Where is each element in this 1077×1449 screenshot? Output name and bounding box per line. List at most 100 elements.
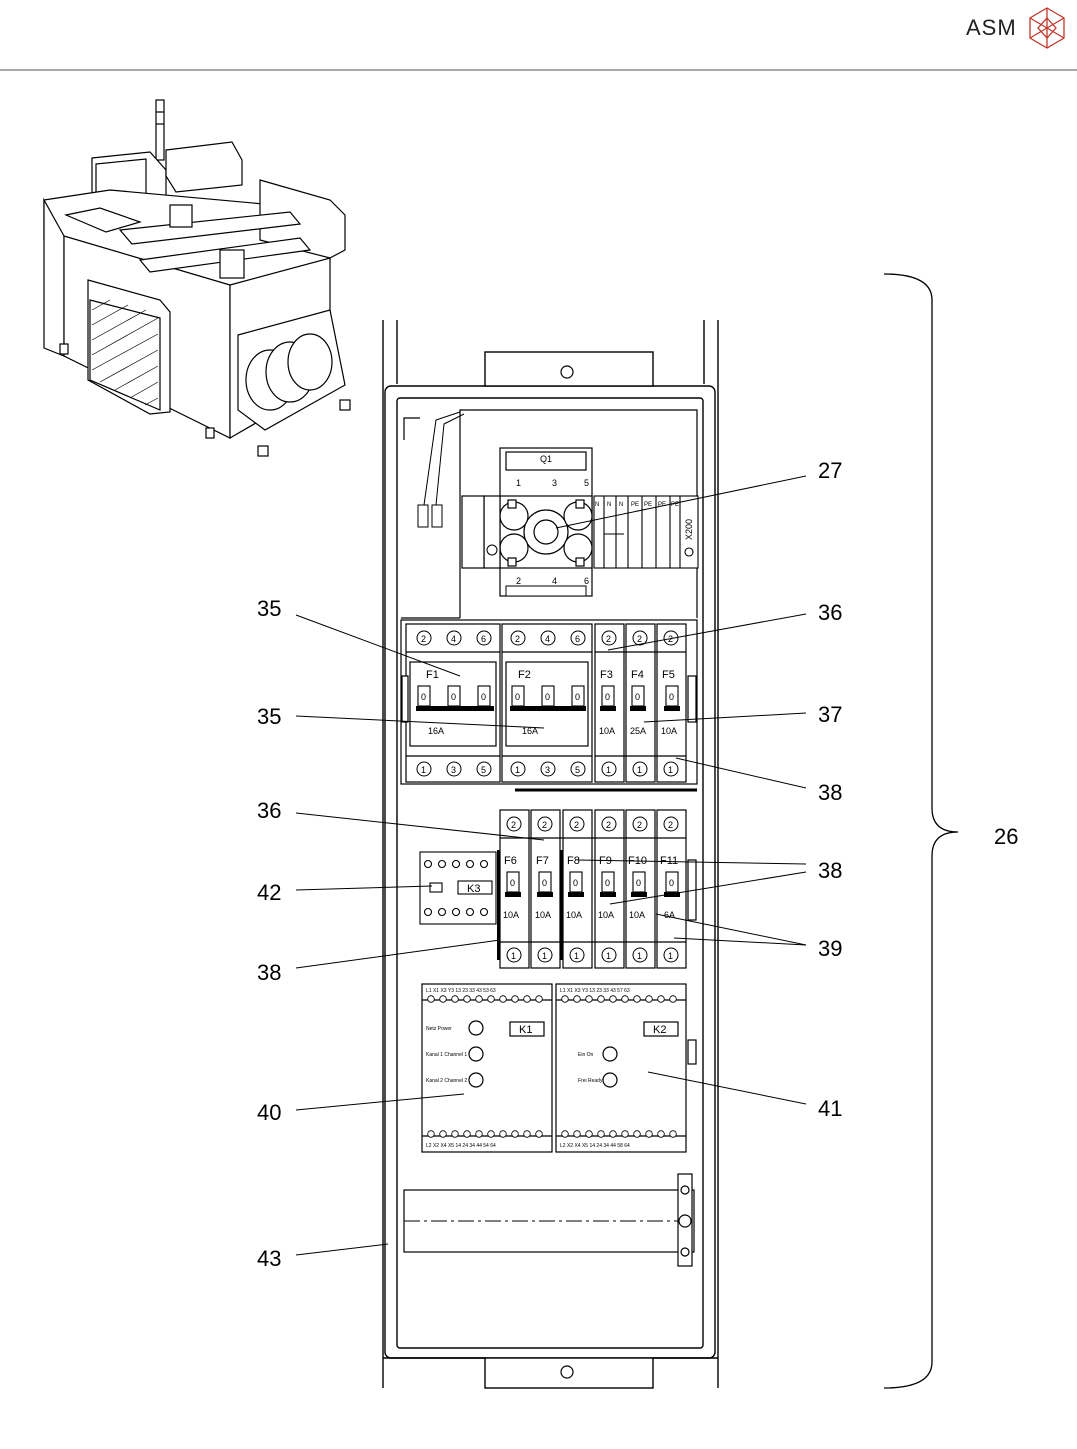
f6-pin-1: 1 <box>511 951 516 961</box>
f2-pin-2: 2 <box>515 634 520 644</box>
f1-toggle-a: 0 <box>421 692 426 702</box>
row2-handle-bars <box>497 850 680 960</box>
callout-35-lower: 35 <box>257 704 281 729</box>
breaker-f1-rating: 16A <box>428 726 444 736</box>
breaker-f9-rating: 10A <box>598 910 614 920</box>
f2-toggle-a: 0 <box>515 692 520 702</box>
main-switch-terminal-5: 5 <box>584 478 589 488</box>
relay-k2-led-ready-label: Frei Ready <box>578 1078 603 1084</box>
relay-k1-label: K1 <box>519 1024 532 1036</box>
f10-pin-2: 2 <box>637 820 642 830</box>
breaker-f6-rating: 10A <box>503 910 519 920</box>
f6-pin-2: 2 <box>511 820 516 830</box>
cabinet-hatching <box>91 299 159 406</box>
f2-pin-4: 4 <box>545 634 550 644</box>
f9-pin-1: 1 <box>606 951 611 961</box>
breaker-f7-rating: 10A <box>535 910 551 920</box>
callout-38-left: 38 <box>257 960 281 985</box>
f2-toggle-c: 0 <box>575 692 580 702</box>
row1-pins-top <box>416 630 679 646</box>
row1-pins-bottom <box>416 761 679 777</box>
f4-pin-1: 1 <box>637 765 642 775</box>
f11-toggle: 0 <box>669 878 674 888</box>
callout-39: 39 <box>818 936 842 961</box>
x200-term-pe4: PE <box>671 502 679 508</box>
breaker-f11-rating: 6A <box>664 910 675 920</box>
f1-pin-1: 1 <box>421 765 426 775</box>
callout-38-right: 38 <box>818 858 842 883</box>
main-switch-terminal-2: 2 <box>516 576 521 586</box>
breaker-f5-rating: 10A <box>661 726 677 736</box>
f1-pin-5: 5 <box>481 765 486 775</box>
callout-27: 27 <box>818 458 842 483</box>
main-switch-terminal-1: 1 <box>516 478 521 488</box>
cabinet-frame <box>382 320 719 1389</box>
breaker-f9-name: F9 <box>599 855 612 867</box>
x200-term-n2: N <box>607 502 611 508</box>
f1-pin-2: 2 <box>421 634 426 644</box>
row1-pin-labels: 2 4 6 2 4 6 2 2 2 1 3 5 1 3 5 1 1 1 <box>421 634 673 775</box>
relay-k3-label: K3 <box>467 883 480 895</box>
relay-k1-top-terminals: L1 X1 X3 Y3 13 23 33 43 53 63 <box>426 988 496 994</box>
callout-26: 26 <box>994 824 1018 849</box>
f9-toggle: 0 <box>605 878 610 888</box>
main-switch-q1 <box>461 447 593 597</box>
f2-toggle-b: 0 <box>545 692 550 702</box>
f6-toggle: 0 <box>510 878 515 888</box>
relay-k1-led-channel1-label: Kanal 1 Channel 1 <box>426 1052 467 1058</box>
machine-illustration <box>43 99 351 457</box>
main-switch-terminal-6: 6 <box>584 576 589 586</box>
safety-relays <box>421 983 697 1153</box>
breaker-f3-rating: 10A <box>599 726 615 736</box>
f3-pin-1: 1 <box>606 765 611 775</box>
leader-lines <box>295 475 807 1256</box>
breaker-f10-rating: 10A <box>629 910 645 920</box>
breaker-f4-name: F4 <box>631 669 644 681</box>
f1-toggle-b: 0 <box>451 692 456 702</box>
callout-37: 37 <box>818 702 842 727</box>
breaker-f1-name: F1 <box>426 669 439 681</box>
terminal-block-x200 <box>593 495 699 569</box>
x200-term-n3: N <box>619 502 623 508</box>
f9-pin-2: 2 <box>606 820 611 830</box>
f8-toggle: 0 <box>573 878 578 888</box>
f2-pin-1: 1 <box>515 765 520 775</box>
f4-pin-2: 2 <box>637 634 642 644</box>
mount-hole-top-icon <box>560 365 574 379</box>
f8-pin-2: 2 <box>574 820 579 830</box>
cable <box>417 411 465 528</box>
f11-pin-2: 2 <box>668 820 673 830</box>
x200-term-pe1: PE <box>631 502 639 508</box>
relay-k2-led-on-label: Ein On <box>578 1052 594 1058</box>
f4-toggle: 0 <box>635 692 640 702</box>
relay-terminal-screws <box>427 995 677 1138</box>
f5-toggle: 0 <box>669 692 674 702</box>
breaker-f11-name: F11 <box>660 855 678 867</box>
x200-term-pe3: PE <box>658 502 666 508</box>
callout-43: 43 <box>257 1246 281 1271</box>
main-switch-terminal-4: 4 <box>552 576 557 586</box>
row1-toggles <box>417 685 679 707</box>
breaker-f4-rating: 25A <box>630 726 646 736</box>
f8-pin-1: 1 <box>574 951 579 961</box>
breaker-f3-name: F3 <box>600 669 613 681</box>
f7-toggle: 0 <box>542 878 547 888</box>
relay-k1-led-power-label: Netz Power <box>426 1026 452 1032</box>
main-switch-terminal-3: 3 <box>552 478 557 488</box>
row1-toggle-states: 0 0 0 0 0 0 0 0 0 <box>421 692 674 702</box>
f1-pin-4: 4 <box>451 634 456 644</box>
brand-name: ASM <box>966 15 1017 40</box>
row2-pins <box>506 816 679 963</box>
screw-icon <box>486 544 498 556</box>
bracket-26 <box>883 273 959 1389</box>
callout-36-right: 36 <box>818 600 842 625</box>
breaker-f5-name: F5 <box>662 669 675 681</box>
relay-k2-top-terminals: L1 X1 X3 Y3 13 23 33 43 57 63 <box>560 988 630 994</box>
f2-pin-5: 5 <box>575 765 580 775</box>
main-switch-bottom-clamps <box>505 585 587 597</box>
f3-toggle: 0 <box>605 692 610 702</box>
callout-38-upper: 38 <box>818 780 842 805</box>
callout-35-upper: 35 <box>257 596 281 621</box>
breaker-f8-rating: 10A <box>566 910 582 920</box>
x200-terminal-labels: N N N PE PE PE PE <box>595 502 679 508</box>
